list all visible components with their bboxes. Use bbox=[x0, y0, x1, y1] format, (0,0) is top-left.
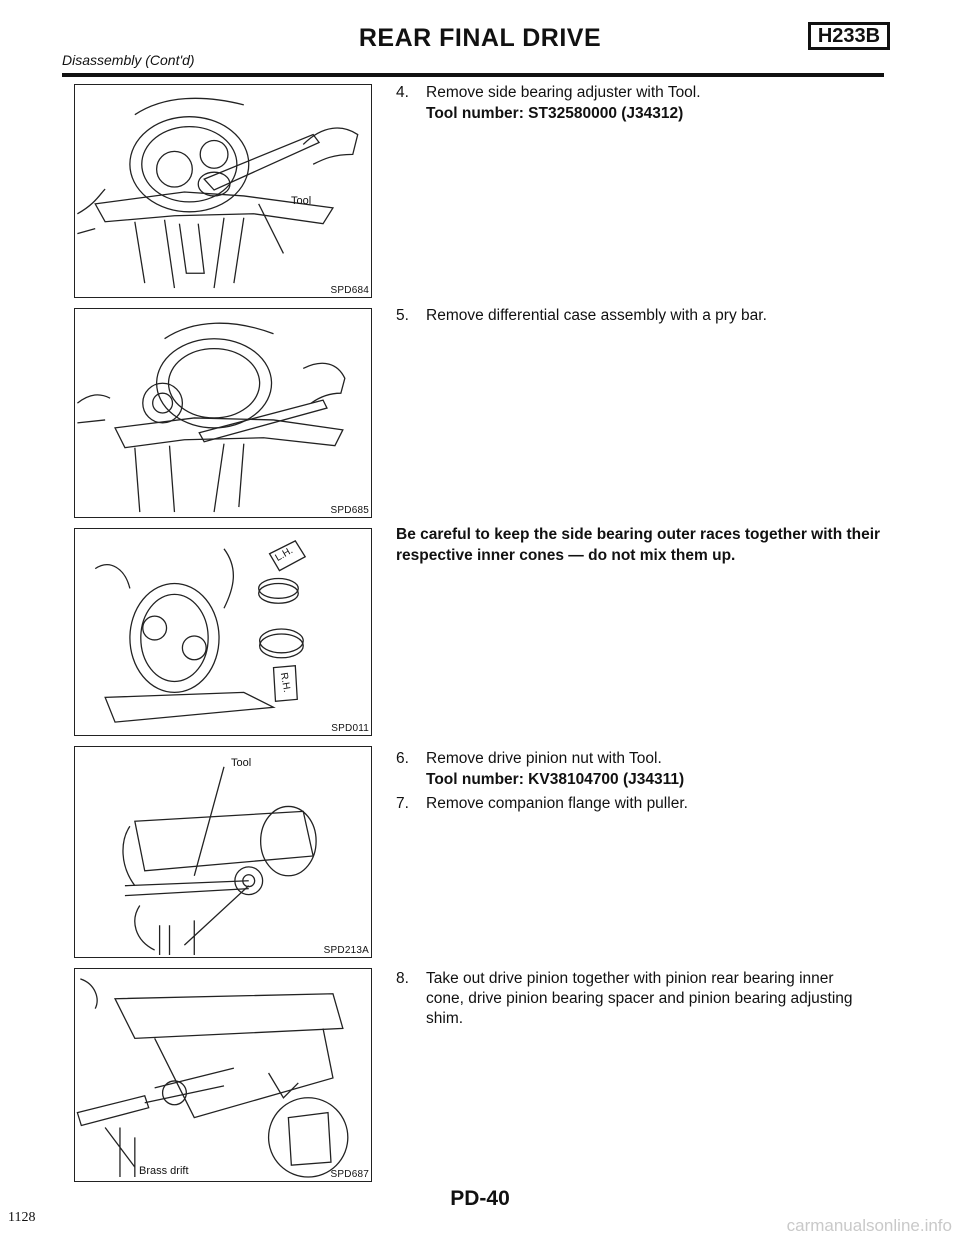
figure-callout: Tool bbox=[231, 757, 252, 769]
tool-number-4: Tool number: ST32580000 (J34312) bbox=[426, 105, 684, 122]
figure-code: SPD011 bbox=[331, 723, 369, 734]
figure-code: SPD685 bbox=[330, 505, 369, 516]
step-number: 8. bbox=[396, 970, 409, 987]
step-8-continued: shim. bbox=[426, 1010, 464, 1027]
step-8: 8. Take out drive pinion together with pi… bbox=[396, 969, 834, 989]
figure-illustration bbox=[77, 322, 346, 513]
step-number: 5. bbox=[396, 307, 409, 324]
figure-callout: Tool bbox=[291, 195, 312, 207]
step-text: Remove side bearing adjuster with Tool. bbox=[426, 84, 701, 101]
step-6: 6. Remove drive pinion nut with Tool. bbox=[396, 749, 662, 769]
sheet-number: 1128 bbox=[8, 1210, 36, 1225]
step-number: 6. bbox=[396, 750, 409, 767]
figure-code: SPD687 bbox=[330, 1169, 369, 1180]
step-4: 4. Remove side bearing adjuster with Tool… bbox=[396, 83, 701, 103]
figure-illustration bbox=[77, 97, 359, 289]
page-title: REAR FINAL DRIVE bbox=[358, 24, 602, 52]
watermark: carmanualsonline.info bbox=[786, 1216, 952, 1235]
step-7: 7. Remove companion flange with puller. bbox=[396, 794, 688, 814]
figure-spd011: L.H. R.H. SPD011 bbox=[74, 528, 372, 736]
step-number: 7. bbox=[396, 795, 409, 812]
figure-illustration bbox=[122, 766, 317, 956]
model-code-badge: H233B bbox=[808, 22, 890, 50]
step-number: 4. bbox=[396, 84, 409, 101]
caution-note: Be careful to keep the side bearing oute… bbox=[396, 526, 881, 564]
figure-spd685: SPD685 bbox=[74, 308, 372, 518]
figure-code: SPD213A bbox=[323, 945, 369, 956]
step-text: Remove drive pinion nut with Tool. bbox=[426, 750, 662, 767]
figure-illustration bbox=[94, 540, 307, 723]
step-text: Remove companion flange with puller. bbox=[426, 795, 688, 812]
header-rule bbox=[62, 73, 884, 77]
section-subtitle: Disassembly (Cont'd) bbox=[62, 52, 195, 68]
step-8-continued: cone, drive pinion bearing spacer and pi… bbox=[426, 990, 853, 1007]
figure-spd213a: Tool SPD213A bbox=[74, 746, 372, 958]
tool-number-6: Tool number: KV38104700 (J34311) bbox=[426, 771, 685, 788]
figure-callout: Brass drift bbox=[139, 1165, 189, 1177]
figure-spd684: Tool SPD684 bbox=[74, 84, 372, 298]
figure-spd687: Brass drift SPD687 bbox=[74, 968, 372, 1182]
step-text: Remove differential case assembly with a… bbox=[426, 307, 767, 324]
step-text-line: Take out drive pinion together with pini… bbox=[426, 970, 834, 987]
figure-illustration bbox=[76, 978, 349, 1178]
step-5: 5. Remove differential case assembly with… bbox=[396, 306, 767, 326]
figure-code: SPD684 bbox=[330, 285, 369, 296]
page-number: PD-40 bbox=[450, 1187, 510, 1210]
